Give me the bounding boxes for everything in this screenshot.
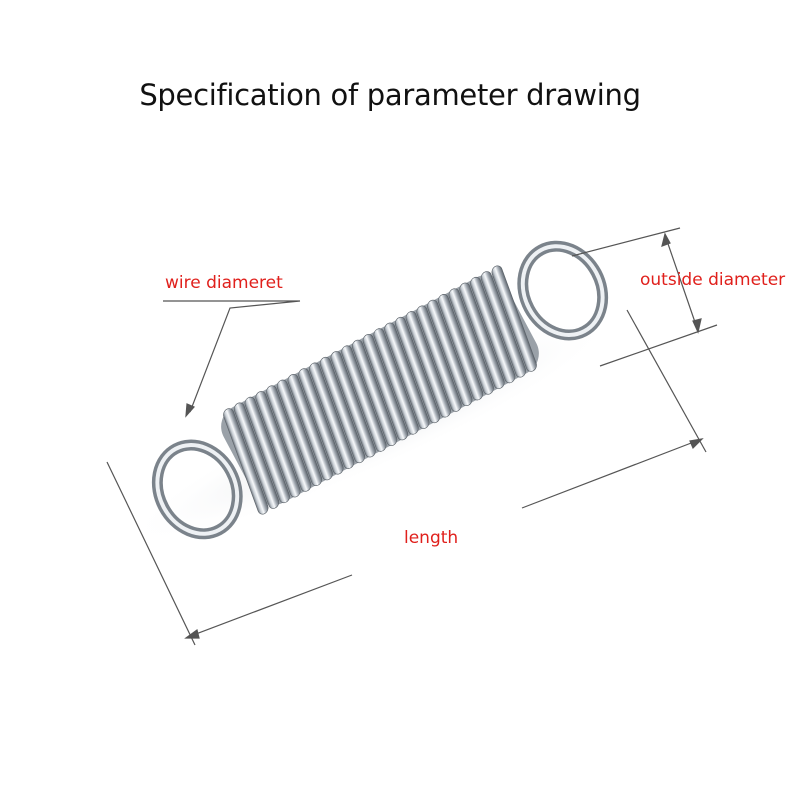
tension-spring (151, 240, 609, 540)
coil-turn (459, 282, 505, 389)
dimension-lines (106, 227, 718, 646)
length-dimension-left (187, 574, 353, 638)
coil-turn (491, 265, 537, 372)
coil-turn (298, 368, 344, 475)
coil-turn (244, 396, 290, 504)
od-extension-bottom (599, 324, 718, 367)
coil-turn (266, 385, 312, 492)
length-label: length (404, 528, 459, 548)
coil-turn (233, 402, 280, 509)
left-hook-ring (151, 439, 243, 540)
coil-turn (352, 339, 398, 446)
od-dimension-line (665, 237, 698, 329)
coil-turn (448, 288, 494, 395)
length-extension-right (626, 309, 707, 453)
coil-turn (330, 351, 376, 458)
od-arrow-top (661, 232, 671, 247)
coil-turn (255, 391, 301, 498)
coil-turn (319, 356, 366, 464)
od-arrow-bottom (692, 318, 702, 334)
coil-turn (373, 328, 419, 435)
length-arrow-right (689, 438, 704, 450)
coil-turn (384, 322, 430, 429)
wire-diameter-label: wire diameret (165, 273, 283, 293)
coil-turn (394, 316, 441, 424)
coil-turn (416, 305, 462, 412)
coil-turn (362, 334, 408, 441)
coil-turn (405, 311, 451, 418)
coil-turn (437, 294, 484, 401)
length-dimension-right (521, 439, 700, 509)
right-hook-ring (517, 240, 609, 341)
length-extension-left (106, 461, 196, 646)
coil-turn (341, 345, 387, 452)
coil-turn (309, 362, 355, 469)
od-extension-top (571, 227, 681, 257)
coil-turn (427, 299, 473, 407)
coil-turn (223, 408, 269, 515)
coil-turn (480, 271, 527, 378)
outside-diameter-label: outside diameter (640, 270, 786, 290)
wire-diameter-arrowhead (185, 403, 196, 418)
coil-turns (223, 265, 537, 515)
coil-turn (276, 379, 323, 486)
page-title: Specification of parameter drawing (139, 78, 641, 112)
wire-diameter-leader (163, 300, 301, 413)
coil-turn (287, 373, 333, 481)
length-arrow-left (184, 628, 200, 639)
coil-turn (470, 276, 516, 384)
